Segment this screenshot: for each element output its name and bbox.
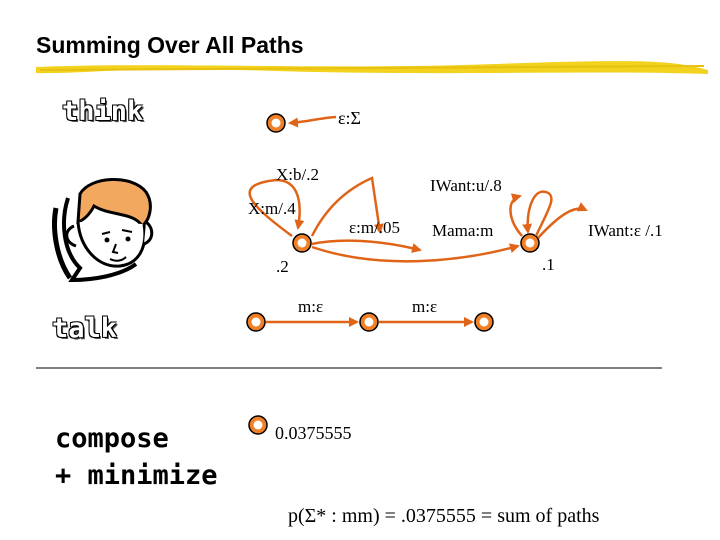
iwant-u-label: IWant:u/.8: [430, 176, 502, 195]
stop-right-label: .1: [542, 255, 555, 274]
think-state-right: [520, 233, 540, 253]
stop-left-label: .2: [276, 257, 289, 276]
talk-state-1: [246, 312, 266, 332]
talk-label: talk: [52, 313, 118, 344]
composed-state: [248, 415, 268, 435]
m-eps-label-1: m:ε: [298, 297, 324, 316]
think-state-center: [292, 233, 312, 253]
mama-m-loop-arrow: [522, 190, 553, 237]
eps-sigma-arrow: [288, 115, 337, 128]
title-highlight-stroke: [36, 61, 708, 74]
talk-state-3: [474, 312, 494, 332]
m-eps-label-2: m:ε: [412, 297, 438, 316]
x-m-label: X:m/.4: [248, 199, 296, 218]
iwant-eps-label: IWant:ε /.1: [588, 221, 663, 240]
iwant-eps-arrow: [537, 202, 588, 239]
minimize-label: + minimize: [55, 460, 218, 491]
think-label: think: [62, 96, 144, 127]
x-b-arrow: [310, 176, 384, 237]
eps-m-label: ε:m/.05: [349, 218, 401, 237]
eps-sigma-label: ε:Σ: [338, 108, 362, 128]
x-m-loop-arrow: [248, 178, 305, 238]
slide-title: Summing Over All Paths: [36, 32, 304, 58]
result-equation: p(Σ* : mm) = .0375555 = sum of paths: [288, 505, 600, 527]
face-clipart: [52, 178, 154, 283]
compose-label: compose: [55, 423, 169, 454]
composed-weight: 0.0375555: [275, 423, 352, 443]
x-b-label: X:b/.2: [276, 165, 319, 184]
eps-m-branch: [311, 239, 422, 253]
talk-state-2: [359, 312, 379, 332]
iwant-u-arrow: [509, 193, 523, 237]
mama-m-label: Mama:m: [432, 221, 494, 240]
eps-m-arrow: [311, 243, 520, 263]
think-start-state: [266, 113, 286, 133]
